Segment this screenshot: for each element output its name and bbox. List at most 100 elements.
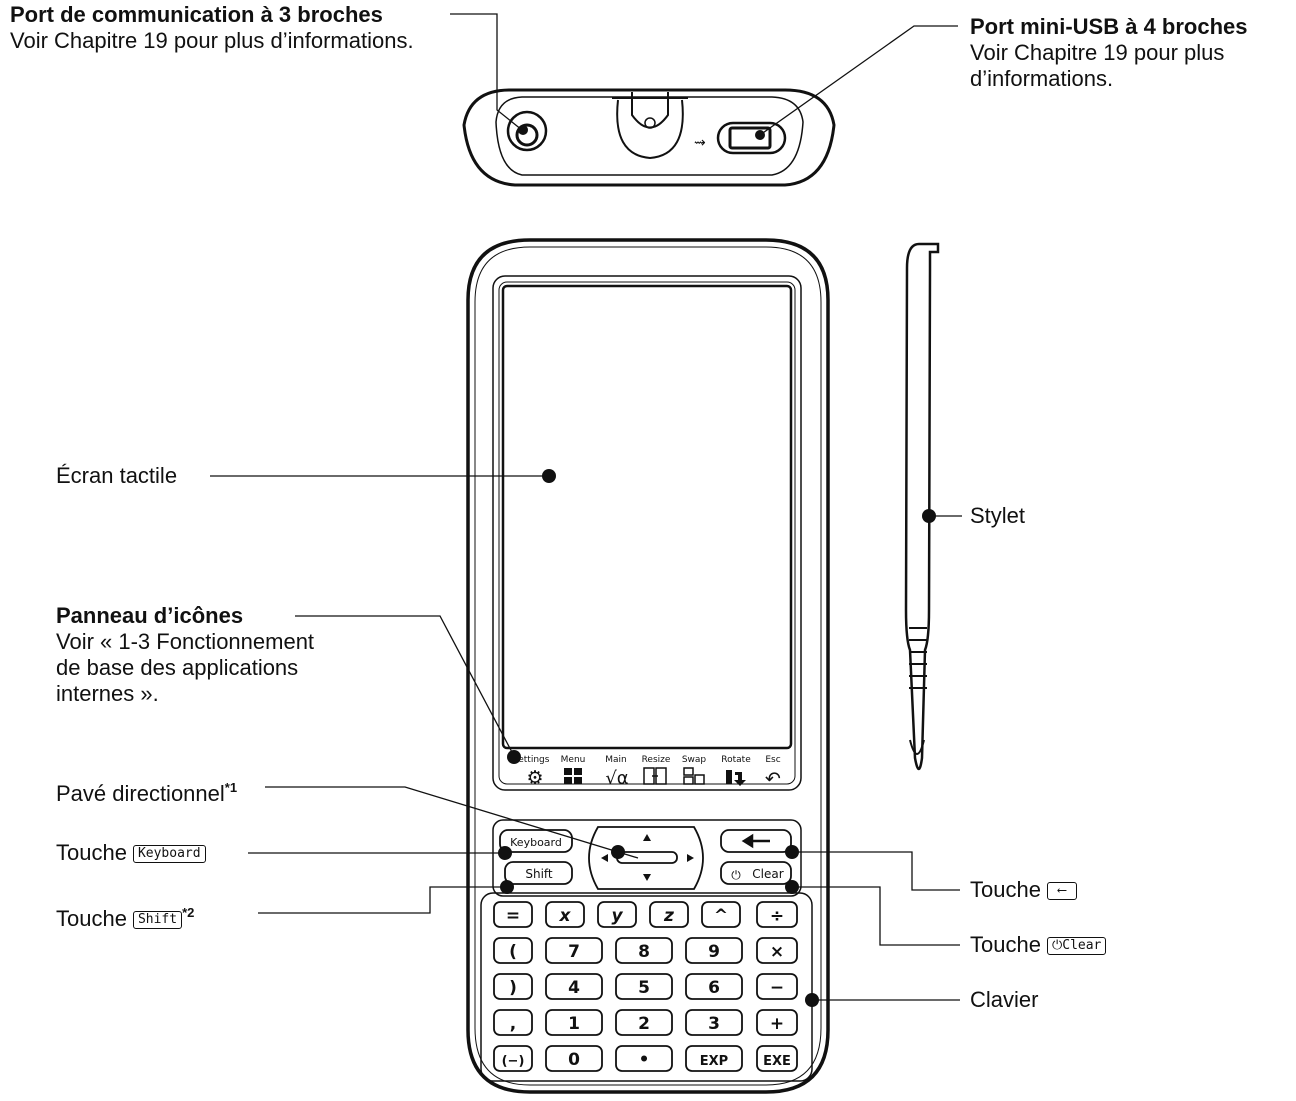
dpad-label: Pavé directionnel*1	[56, 780, 238, 806]
keypad-key-label: EXP	[700, 1054, 728, 1069]
keypad-key[interactable]	[615, 973, 673, 1000]
backspace-key[interactable]	[720, 829, 792, 853]
keypad-key[interactable]	[615, 937, 673, 964]
swap-icon[interactable]	[683, 767, 705, 785]
rotate-icon[interactable]	[726, 770, 746, 786]
d-pad[interactable]	[588, 826, 704, 890]
dpad-up-icon	[643, 834, 651, 841]
keypad-key[interactable]	[756, 1009, 798, 1036]
keypad-key-label: ÷	[770, 906, 784, 926]
calculator-body	[466, 238, 830, 1094]
clear-key[interactable]	[720, 861, 792, 885]
keypad-key-label: 0	[568, 1050, 580, 1070]
icon-panel-label: Resize	[642, 755, 671, 765]
control-keys	[499, 826, 792, 890]
keypad-key-label: 4	[568, 978, 580, 998]
keypad-key[interactable]	[493, 973, 533, 1000]
keypad-key-label: y	[611, 906, 623, 926]
keypad-key-label: x	[559, 906, 572, 926]
gear-icon[interactable]: ⚙	[526, 767, 543, 789]
keypad-key-label: z	[663, 906, 674, 926]
keypad-key-label: )	[509, 978, 517, 998]
svg-text:⇝: ⇝	[694, 135, 706, 151]
clear-key-label: Clear	[752, 867, 783, 881]
shift-key-label: Shift	[525, 867, 553, 881]
keypad-key[interactable]	[545, 973, 603, 1000]
port3-jack	[506, 110, 548, 152]
keypad-key[interactable]	[615, 1045, 673, 1072]
touch-screen-label: Écran tactile	[56, 463, 178, 488]
keypad-key-label: 7	[568, 942, 580, 962]
resize-icon[interactable]	[643, 767, 667, 785]
stylus	[904, 242, 940, 771]
keyboard-key-label: Keyboard	[510, 836, 562, 849]
keypad-key[interactable]	[756, 901, 798, 928]
keypad-key[interactable]	[615, 1009, 673, 1036]
keypad-key-label: 2	[638, 1014, 650, 1034]
port3-label: Port de communication à 3 broches Voir C…	[10, 2, 414, 53]
keypad-key-label: 5	[638, 978, 650, 998]
dpad-down-icon	[643, 874, 651, 881]
stylus-label: Stylet	[970, 503, 1026, 528]
icon-panel: Settings Menu Main Resize Swap Rotate Es…	[513, 755, 782, 790]
keypad-key[interactable]	[493, 1045, 533, 1072]
keypad-key-label: EXE	[763, 1054, 791, 1069]
keypad-key[interactable]	[493, 937, 533, 964]
back-arrow-icon[interactable]: ↶	[765, 768, 781, 790]
keypad-key[interactable]	[756, 1045, 798, 1072]
keypad-key[interactable]	[685, 937, 743, 964]
keypad-key-label: ×	[770, 942, 784, 962]
keypad-key[interactable]	[493, 1009, 533, 1036]
dpad-left-icon	[601, 854, 608, 862]
keypad-key[interactable]	[493, 901, 533, 928]
keyboard-key[interactable]	[499, 829, 573, 853]
power-icon: ⏻	[1051, 938, 1063, 953]
keypad-key[interactable]	[545, 901, 585, 928]
keypad-key-label: 3	[708, 1014, 720, 1034]
keypad-key-label: •	[639, 1050, 650, 1070]
keypad-key-label: ,	[510, 1014, 516, 1034]
keypad-key[interactable]	[649, 901, 689, 928]
keypad-key-label: ^	[714, 906, 728, 926]
backspace-arrow-icon	[741, 833, 770, 849]
keypad-key-label: 1	[568, 1014, 580, 1034]
dpad-right-icon	[687, 854, 694, 862]
power-icon: ⏻	[731, 868, 741, 882]
touch-screen	[501, 284, 793, 750]
keypad-key[interactable]	[545, 1045, 603, 1072]
keypad-key[interactable]	[756, 937, 798, 964]
keypad-key-label: 6	[708, 978, 720, 998]
icon-panel-label: Menu	[561, 755, 586, 765]
keypad-key[interactable]	[685, 1045, 743, 1072]
shift-key[interactable]	[504, 861, 573, 885]
keypad-label: Clavier	[970, 987, 1039, 1012]
keypad-key-label: +	[770, 1014, 784, 1034]
backspace-arrow-icon: ⟵	[1046, 882, 1077, 900]
keypad-key[interactable]	[545, 937, 603, 964]
menu-grid-icon[interactable]	[564, 768, 582, 784]
backspace-key-callout: Touche⟵	[970, 877, 1077, 903]
keypad-key[interactable]	[685, 973, 743, 1000]
clear-key-callout: Touche⏻Clear	[970, 932, 1107, 958]
calculator-top-view: ⇝	[462, 88, 836, 187]
keypad-key[interactable]	[545, 1009, 603, 1036]
usb-port-label: Port mini-USB à 4 broches Voir Chapitre …	[970, 14, 1248, 91]
keypad-key-label: 8	[638, 942, 650, 962]
keypad-key[interactable]	[701, 901, 741, 928]
keypad-key-label: −	[770, 978, 784, 998]
leader-dots	[498, 125, 936, 1007]
keypad-key[interactable]	[756, 973, 798, 1000]
sqrt-alpha-icon[interactable]: √α	[605, 768, 628, 789]
icon-panel-label: Main	[605, 755, 627, 765]
icon-panel-label: Swap	[682, 755, 707, 765]
keypad-key[interactable]	[597, 901, 637, 928]
keypad-key[interactable]	[685, 1009, 743, 1036]
icon-panel-label: Settings	[513, 755, 550, 765]
leader-lines	[210, 13, 962, 1001]
usb-port	[716, 121, 787, 155]
icon-panel-label-block: Panneau d’icônes Voir « 1-3 Fonctionneme…	[56, 603, 315, 706]
keypad-key-label: (	[509, 942, 517, 962]
